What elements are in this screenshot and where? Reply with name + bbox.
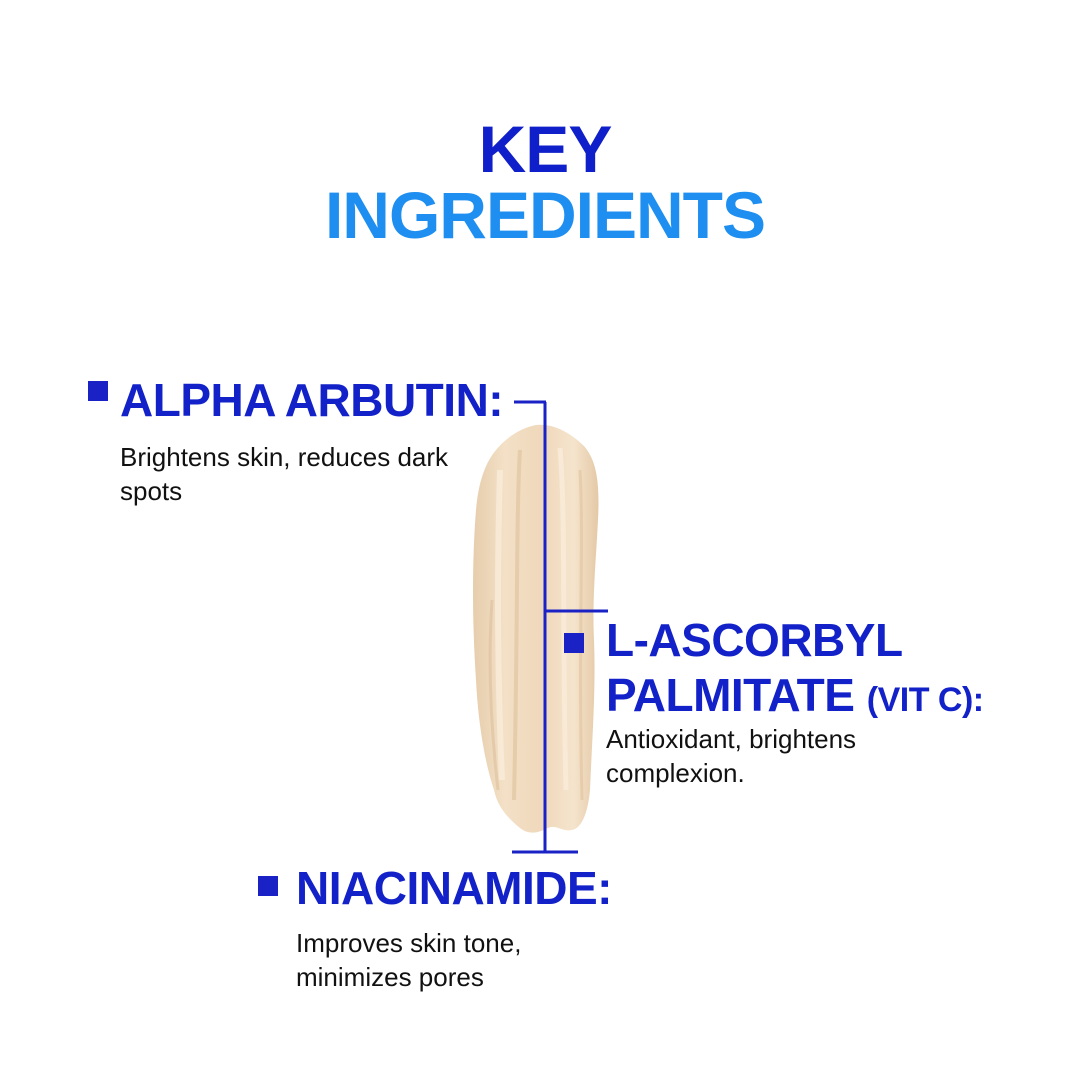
ingredient-name-l-ascorbyl-palmitate: L-ASCORBYL PALMITATE (VIT C): xyxy=(606,613,984,728)
ingredient-description-alpha-arbutin: Brightens skin, reduces dark spots xyxy=(120,442,449,506)
cream-swatch-icon xyxy=(473,424,599,833)
ingredient-name-line2: PALMITATE (VIT C): xyxy=(606,668,984,728)
ingredient-name-line1: L-ASCORBYL xyxy=(606,614,903,666)
page-title-key: KEY xyxy=(478,112,613,186)
ingredient-description-l-ascorbyl-palmitate: Antioxidant, brightens complexion. xyxy=(606,724,857,788)
square-bullet-icon xyxy=(564,633,584,653)
ingredient-name-alpha-arbutin: ALPHA ARBUTIN: xyxy=(120,374,504,426)
square-bullet-icon xyxy=(258,876,278,896)
ingredient-name-main: PALMITATE xyxy=(606,669,855,721)
ingredient-name-suffix: (VIT C): xyxy=(866,681,984,719)
ingredient-description-niacinamide: Improves skin tone, minimizes pores xyxy=(296,928,522,992)
bracket-connector-line xyxy=(512,400,608,854)
square-bullet-icon xyxy=(88,381,108,401)
ingredient-name-niacinamide: NIACINAMIDE: xyxy=(296,862,612,914)
page-title-ingredients: INGREDIENTS xyxy=(324,178,766,252)
